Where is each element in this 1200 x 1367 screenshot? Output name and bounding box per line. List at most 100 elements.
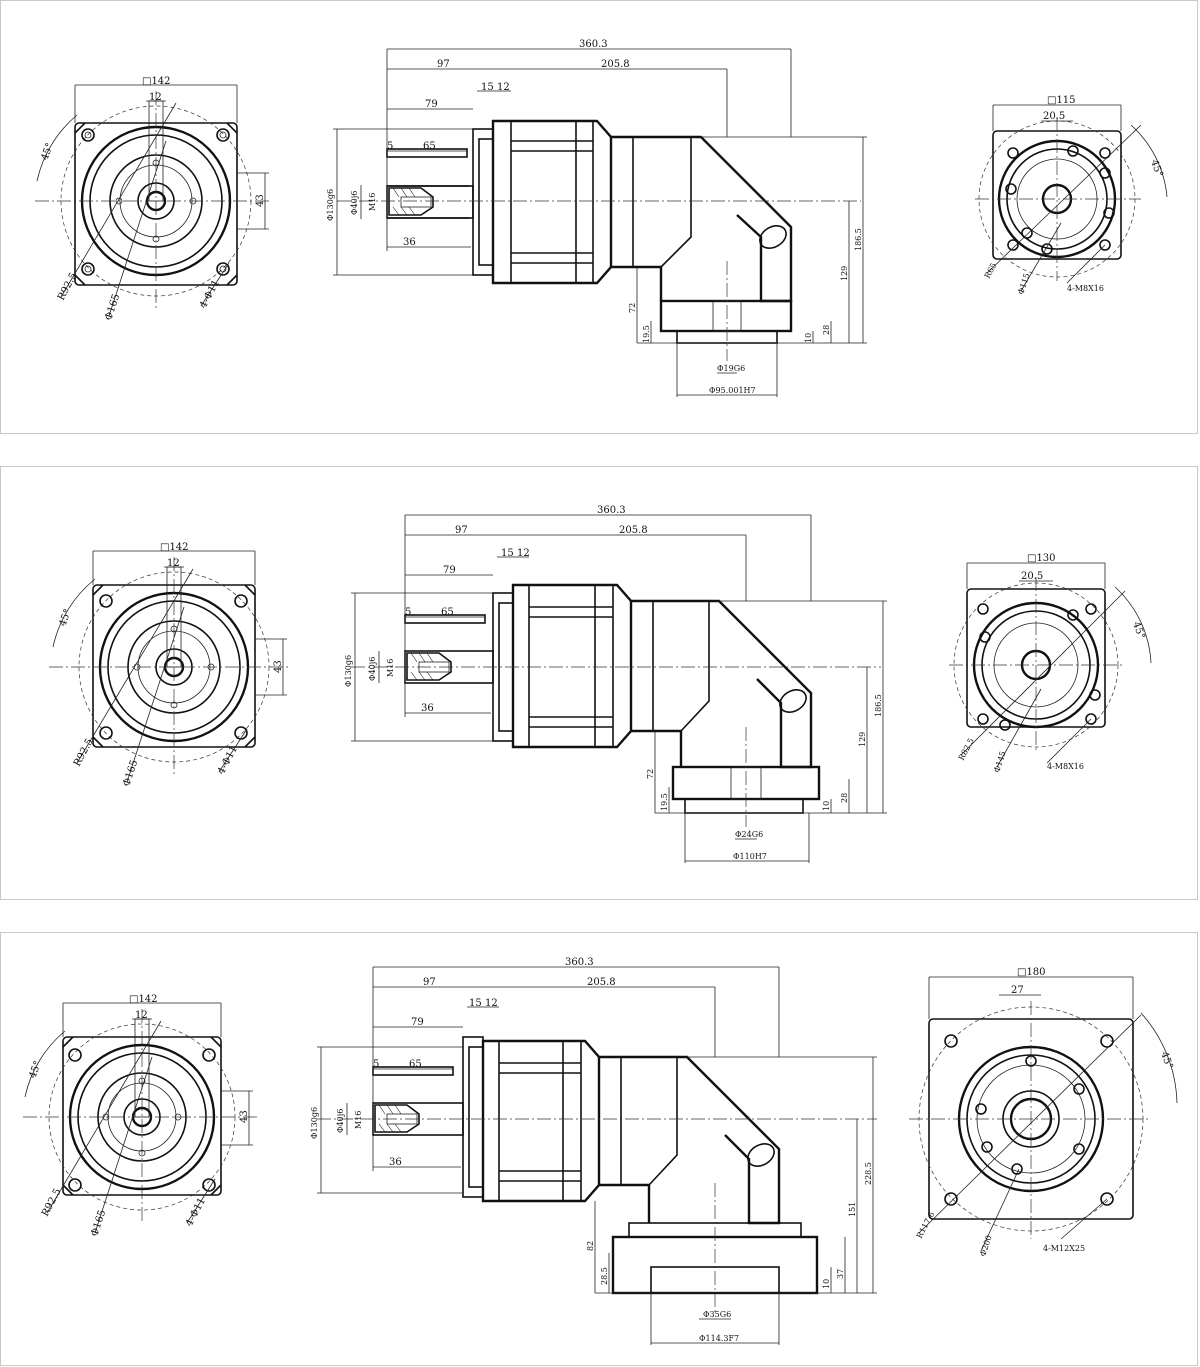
dim-36: 36 [421,703,434,714]
side-view: 360.3 97 205.8 15 12 79 65 5 36 Φ130g6 Φ… [326,39,867,397]
dim-79: 79 [443,565,456,576]
dim-offset: 43 [239,1110,250,1123]
technical-drawing: □142 12 45° 43 R92.5 Φ165 4-Φ11 [49,505,1152,863]
dim-holes: 4-M8X16 [1047,762,1084,771]
dim-65: 65 [423,141,436,152]
dim-height-total: 186.5 [854,228,863,251]
dim-overall: 360.3 [565,957,594,968]
dim-h19: 28.5 [600,1267,609,1285]
drawing-panel: □142 12 45° 43 R92.5 Φ165 4-Φ11 [0,466,1198,900]
dim-slot: 12 [167,558,180,569]
dim-body-len: 205.8 [601,59,630,70]
dim-12: 12 [517,548,530,559]
input-flange-view: □142 12 45° 43 R92.5 Φ165 4-Φ11 [49,542,291,788]
dim-shaft-dia: Φ40j6 [350,191,359,215]
dim-height-total: 186.5 [874,694,883,717]
dim-shaft-pilot: Φ130g6 [310,1107,319,1139]
side-view: 360.3 97 205.8 15 12 79 65 5 36 Φ130g6 Φ… [310,957,877,1345]
dim-bolt-circle: R92.5 [72,737,96,768]
dim-flange-len: 97 [423,977,436,988]
dim-h10: 10 [822,1279,831,1289]
dim-slot: 27 [1011,985,1024,996]
dim-12: 12 [497,82,510,93]
dim-diameter: Φ165 [121,759,140,788]
dim-h10: 10 [822,801,831,811]
dim-pilot-out: Φ95.001H7 [709,386,756,395]
dim-bolt-circle: R92.5 [40,1187,64,1218]
dim-79: 79 [425,99,438,110]
dim-holes: 4-Φ11 [184,1196,208,1228]
dim-overall: 360.3 [597,505,626,516]
dim-slot: 20.5 [1021,571,1043,582]
dim-36: 36 [403,237,416,248]
dim-h28: 37 [836,1269,845,1279]
dim-15: 15 [481,82,494,93]
dim-square: □180 [1017,967,1046,978]
dim-offset: 43 [273,660,284,673]
dim-diameter: Φ165 [89,1209,108,1238]
side-view: 360.3 97 205.8 15 12 79 65 5 36 Φ130g6 Φ… [344,505,887,863]
dim-flange-len: 97 [437,59,450,70]
dim-36: 36 [389,1157,402,1168]
dim-thread: M16 [368,193,377,211]
dim-overall: 360.3 [579,39,608,50]
dim-height-mid: 129 [840,266,849,281]
input-flange-view: □142 12 45° 43 R92.5 Φ165 4-Φ11 [35,76,271,322]
dim-slot: 12 [135,1010,148,1021]
technical-drawing: □142 12 45° 43 R92.5 Φ165 4-Φ11 [23,957,1178,1345]
dim-pilot-out: Φ114.3F7 [699,1334,739,1343]
dim-slot: 20.5 [1043,111,1065,122]
dim-shaft-pilot: Φ130g6 [326,189,335,221]
dim-shaft-dia: Φ40j6 [336,1109,345,1133]
dim-angle: 45° [1148,158,1164,178]
dim-bolt-circle: R117.6 [915,1210,937,1240]
dim-square: □142 [160,542,189,553]
dim-h19: 19.5 [660,793,669,811]
dim-h10: 10 [804,333,813,343]
dim-diameter: Φ145 [992,750,1007,774]
dim-h19: 19.5 [642,325,651,343]
dim-angle: 45° [27,1060,43,1080]
dim-holes: 4-Φ11 [198,278,222,310]
dim-offset: 43 [255,194,266,207]
dim-square: □130 [1027,553,1056,564]
dim-bore: Φ19G6 [717,364,745,373]
dim-bore: Φ35G6 [703,1310,731,1319]
dim-holes: 4-Φ11 [216,744,240,776]
dim-bolt-circle: R82.5 [957,737,976,762]
dim-angle: 45° [1158,1050,1174,1070]
dim-65: 65 [409,1059,422,1070]
dim-height-mid: 151 [848,1202,857,1217]
dim-79: 79 [411,1017,424,1028]
dim-thread: M16 [386,659,395,677]
dim-square: □142 [129,994,158,1005]
drawing-panel: □142 12 45° 43 R92.5 Φ165 4-Φ11 [0,0,1198,434]
dim-5: 5 [373,1059,379,1070]
dim-15: 15 [501,548,514,559]
output-flange-view: □180 27 45° R117.6 Φ200 4-M12X25 [909,967,1178,1258]
dim-shaft-dia: Φ40j6 [368,657,377,681]
dim-diameter: Φ165 [103,293,122,322]
dim-shaft-pilot: Φ130g6 [344,655,353,687]
dim-h28: 28 [822,325,831,335]
dim-h72: 82 [586,1241,595,1251]
dim-slot: 12 [149,92,162,103]
dim-height-mid: 129 [858,732,867,747]
dim-pilot-out: Φ110H7 [733,852,767,861]
dim-body-len: 205.8 [619,525,648,536]
input-flange-view: □142 12 45° 43 R92.5 Φ165 4-Φ11 [23,994,257,1238]
dim-5: 5 [387,141,393,152]
dim-body-len: 205.8 [587,977,616,988]
dim-angle: 45° [57,608,73,628]
dim-h72: 72 [646,769,655,779]
dim-diameter: Φ115 [1016,272,1031,296]
dim-square: □115 [1047,95,1076,106]
dim-diameter: Φ200 [978,1234,993,1258]
dim-65: 65 [441,607,454,618]
dim-h72: 72 [628,303,637,313]
dim-holes: 4-M8X16 [1067,284,1104,293]
dim-thread: M16 [354,1111,363,1129]
output-flange-view: □115 20.5 45° R65 Φ115 4-M8X16 [975,95,1168,296]
dim-h28: 28 [840,793,849,803]
dim-bore: Φ24G6 [735,830,763,839]
